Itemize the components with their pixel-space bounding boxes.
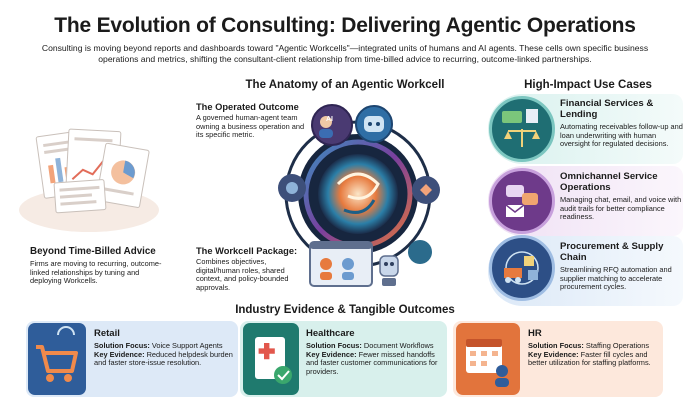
- retail-evidence: Reduced helpdesk burden and faster store…: [94, 349, 233, 368]
- omnichannel-title: Omnichannel Service Operations: [560, 171, 658, 193]
- hr-evidence: Faster fill cycles and better utilizatio…: [528, 349, 651, 368]
- outcome-title: The Operated Outcome: [196, 102, 299, 112]
- retail-focus-label: Solution Focus:: [94, 341, 150, 350]
- page-title: The Evolution of Consulting: Delivering …: [54, 14, 636, 37]
- healthcare-focus: Document Workflows: [363, 341, 434, 350]
- reports-illustration: [14, 115, 164, 235]
- hr-focus-label: Solution Focus:: [528, 341, 584, 350]
- retail-focus: Voice Support Agents: [151, 341, 223, 350]
- evidence-title: Industry Evidence & Tangible Outcomes: [235, 304, 455, 316]
- left-text: Firms are moving to recurring, outcome-l…: [30, 259, 162, 286]
- hr-evidence-label: Key Evidence:: [528, 349, 579, 359]
- healthcare-evidence: Fewer missed handoffs and faster custome…: [306, 349, 438, 376]
- page-subtitle: Consulting is moving beyond reports and …: [41, 43, 649, 64]
- finance-text: Automating receivables follow-up and loa…: [560, 122, 683, 149]
- anatomy-title: The Anatomy of an Agentic Workcell: [245, 79, 445, 91]
- usecases-title: High-Impact Use Cases: [524, 79, 652, 91]
- hr-calendar-icon: [456, 323, 520, 395]
- hr-focus: Staffing Operations: [585, 341, 650, 350]
- retail-title: Retail: [94, 328, 120, 339]
- retail-cart-icon: [28, 323, 86, 395]
- left-title: Beyond Time-Billed Advice: [30, 246, 156, 257]
- procurement-title: Procurement & Supply Chain: [560, 241, 664, 263]
- omnichannel-icon: [489, 168, 555, 234]
- hr-title: HR: [528, 328, 542, 339]
- procurement-icon: [489, 235, 555, 301]
- outcome-text: A governed human-agent team owning a bus…: [196, 113, 305, 140]
- package-title: The Workcell Package:: [196, 246, 298, 256]
- finance-icon: [489, 96, 555, 162]
- workcell-diagram: [240, 92, 470, 302]
- healthcare-title: Healthcare: [306, 328, 355, 339]
- healthcare-focus-label: Solution Focus:: [306, 341, 362, 350]
- omnichannel-text: Managing chat, email, and voice with aud…: [560, 195, 682, 222]
- ai-chip-label: AI: [326, 116, 333, 123]
- healthcare-evidence-label: Key Evidence:: [306, 349, 357, 359]
- procurement-text: Streamlining RFQ automation and supplier…: [560, 265, 672, 292]
- retail-evidence-label: Key Evidence:: [94, 349, 145, 359]
- healthcare-doc-icon: [243, 323, 299, 395]
- package-text: Combines objectives, digital/human roles…: [196, 257, 289, 292]
- finance-title: Financial Services & Lending: [560, 98, 654, 120]
